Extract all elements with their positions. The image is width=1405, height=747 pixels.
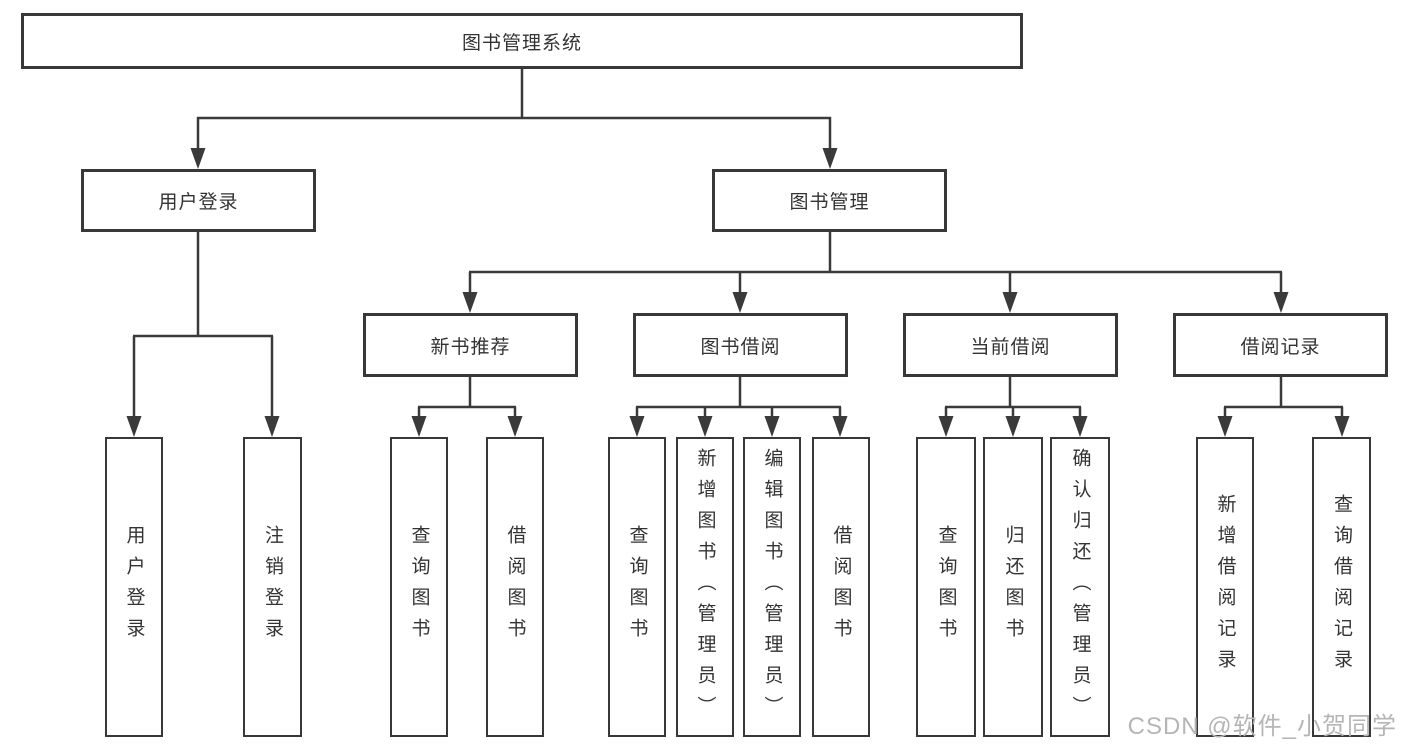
leaf-logout: 注销登录 [243, 437, 302, 737]
node-user-login: 用户登录 [81, 169, 316, 232]
node-current-borrow: 当前借阅 [903, 313, 1118, 377]
leaf-add-borrow-record-label: 新增借阅记录 [1214, 494, 1236, 680]
leaf-add-book-admin: 新增图书（管理员） [676, 437, 734, 737]
csdn-watermark: CSDN @软件_小贺同学 [1127, 713, 1397, 740]
leaf-edit-book-admin: 编辑图书（管理员） [743, 437, 801, 737]
leaf-confirm-return-admin: 确认归还（管理员） [1050, 437, 1110, 737]
leaf-query-books-borrow-label: 查询图书 [626, 525, 648, 649]
leaf-return-book: 归还图书 [983, 437, 1043, 737]
leaf-logout-label: 注销登录 [262, 525, 283, 649]
leaf-query-books-current: 查询图书 [916, 437, 976, 737]
leaf-add-borrow-record: 新增借阅记录 [1196, 437, 1254, 737]
leaf-query-borrow-record: 查询借阅记录 [1312, 437, 1371, 737]
leaf-query-books-recommend-label: 查询图书 [408, 525, 430, 649]
leaf-query-books-borrow: 查询图书 [608, 437, 666, 737]
leaf-query-books-recommend: 查询图书 [390, 437, 448, 737]
node-book-borrow: 图书借阅 [633, 313, 848, 377]
leaf-borrow-books-label: 借阅图书 [830, 525, 852, 649]
node-library-management-system: 图书管理系统 [21, 13, 1023, 69]
leaf-query-books-current-label: 查询图书 [935, 525, 957, 649]
leaf-return-book-label: 归还图书 [1002, 525, 1024, 649]
leaf-edit-book-admin-label: 编辑图书（管理员） [761, 447, 783, 727]
node-borrow-records: 借阅记录 [1173, 313, 1388, 377]
leaf-add-book-admin-label: 新增图书（管理员） [694, 447, 716, 727]
node-book-management: 图书管理 [712, 169, 947, 232]
leaf-user-login: 用户登录 [105, 437, 163, 737]
leaf-confirm-return-admin-label: 确认归还（管理员） [1069, 447, 1091, 727]
leaf-user-login-label: 用户登录 [123, 525, 145, 649]
leaf-borrow-books: 借阅图书 [812, 437, 870, 737]
leaf-borrow-books-recommend-label: 借阅图书 [504, 525, 526, 649]
leaf-query-borrow-record-label: 查询借阅记录 [1331, 494, 1352, 680]
node-new-book-recommend: 新书推荐 [363, 313, 578, 377]
leaf-borrow-books-recommend: 借阅图书 [486, 437, 544, 737]
